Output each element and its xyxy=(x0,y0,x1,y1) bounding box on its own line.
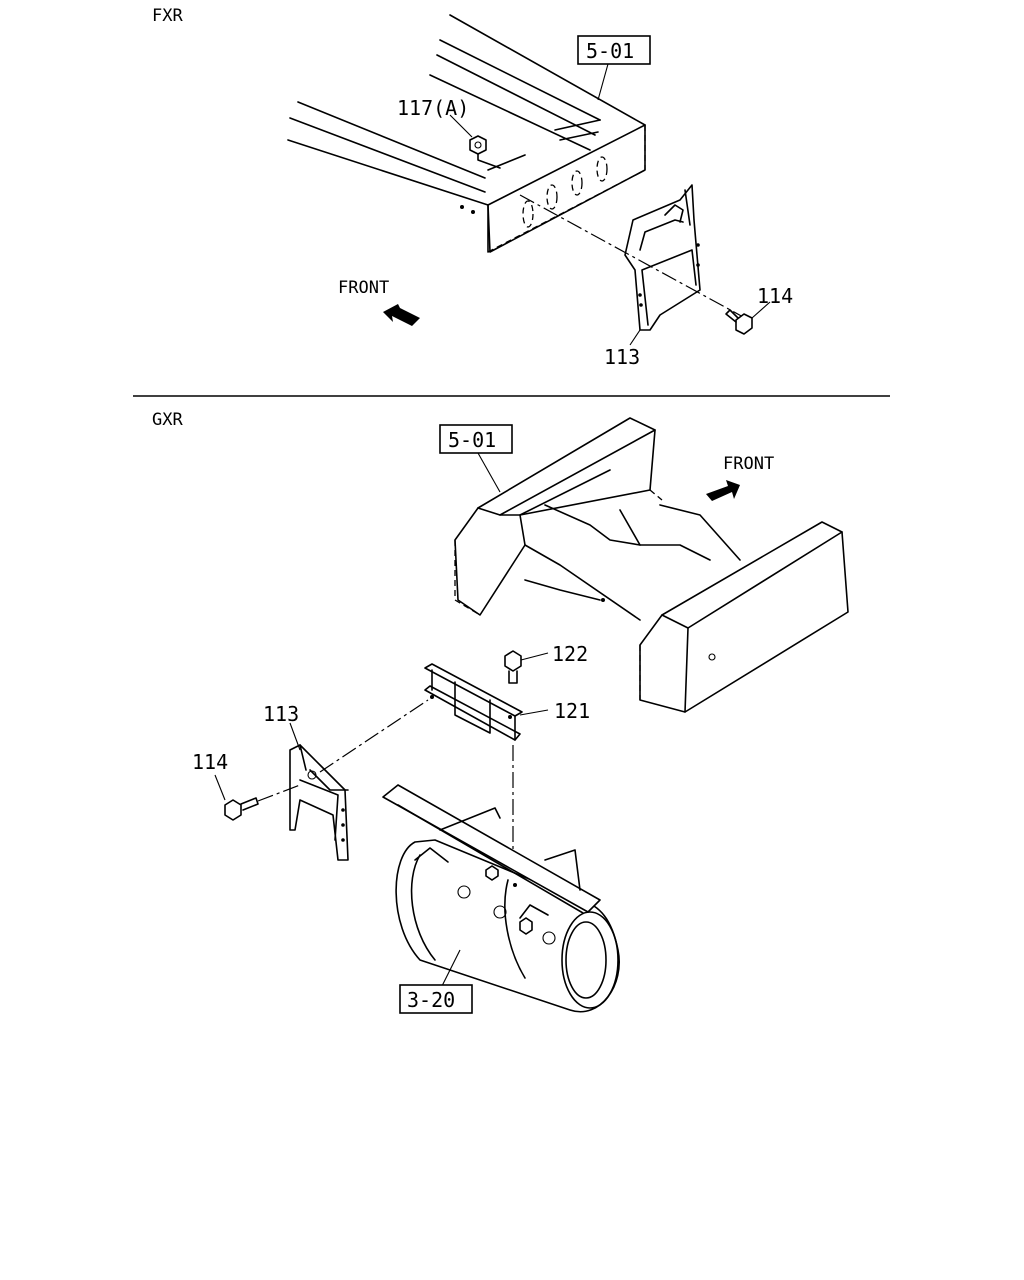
gxr-tank-3-20 xyxy=(382,784,620,1013)
gxr-ref-frame: 5-01 xyxy=(448,428,496,452)
fxr-ref-frame: 5-01 xyxy=(586,39,634,63)
fxr-nut-117a xyxy=(449,114,501,169)
callout-122: 122 xyxy=(552,642,588,666)
gxr-plate-121 xyxy=(424,663,549,741)
fxr-ref-box-5-01: 5-01 xyxy=(577,35,651,101)
callout-113-fxr: 113 xyxy=(604,345,640,369)
gxr-bracket-113 xyxy=(289,722,349,861)
gxr-section-title: GXR xyxy=(152,410,183,430)
fxr-section-title: FXR xyxy=(152,6,183,26)
gxr-bolt-line xyxy=(257,784,301,802)
fxr-front-arrow-icon xyxy=(383,304,420,326)
gxr-frame-crossmember xyxy=(454,417,849,713)
gxr-section: GXR 5-01 xyxy=(152,410,849,1014)
gxr-front-label: FRONT xyxy=(723,454,774,474)
gxr-ref-box-3-20: 3-20 xyxy=(399,984,473,1014)
callout-121: 121 xyxy=(554,699,590,723)
fxr-section: FXR xyxy=(152,6,793,369)
callout-114-gxr: 114 xyxy=(192,750,228,774)
gxr-front-arrow-icon xyxy=(706,480,740,501)
callout-117a: 117(A) xyxy=(397,96,469,120)
gxr-ref-box-5-01: 5-01 xyxy=(439,424,513,493)
fxr-bracket-113 xyxy=(624,184,701,346)
fxr-bolt-114 xyxy=(725,301,771,335)
gxr-ref-tank: 3-20 xyxy=(407,988,455,1012)
gxr-bolt-114 xyxy=(214,774,259,821)
fxr-assembly-line xyxy=(519,194,746,319)
gxr-assembly-line xyxy=(319,699,429,773)
fxr-front-label: FRONT xyxy=(338,278,389,298)
fxr-frame-rails xyxy=(287,14,646,253)
callout-113-gxr: 113 xyxy=(263,702,299,726)
gxr-bolt-122 xyxy=(504,650,549,684)
callout-114-fxr: 114 xyxy=(757,284,793,308)
